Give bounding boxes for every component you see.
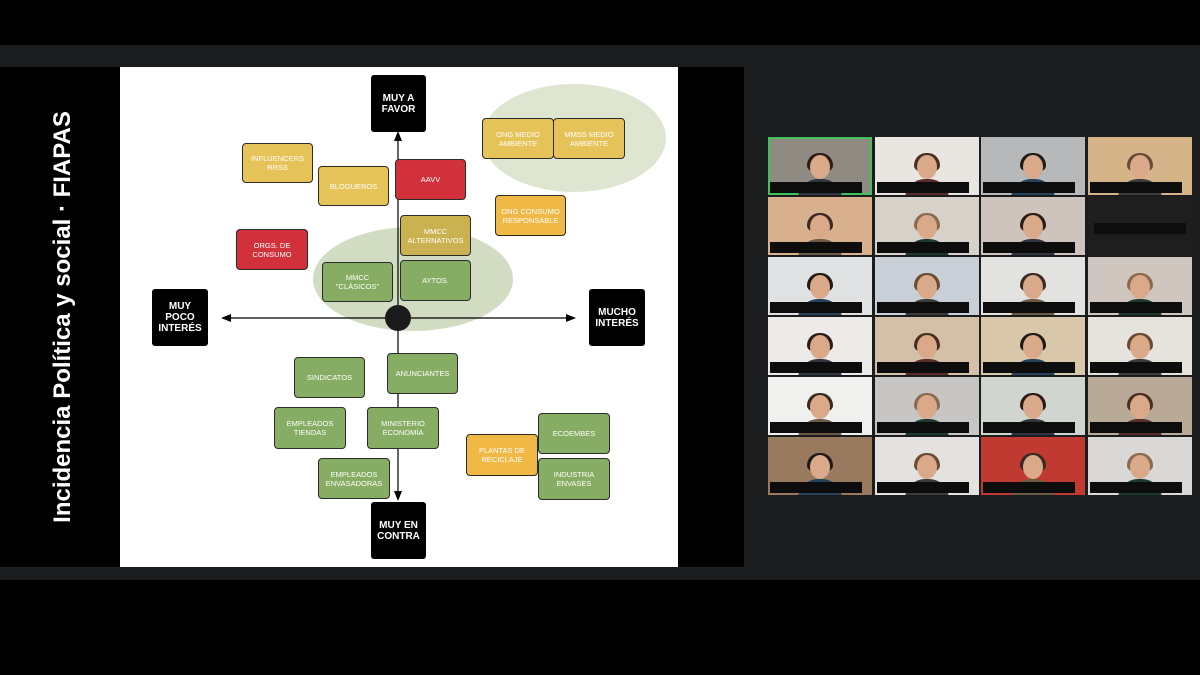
stakeholder-empleados-tiendas: EMPLEADOS TIENDAS (274, 407, 346, 449)
participant-name-redacted (770, 362, 862, 373)
participant-name-redacted (770, 302, 862, 313)
shared-slide: MUY A FAVOR MUY EN CONTRA MUY POCO INTER… (120, 67, 678, 567)
participant-video-tile[interactable] (1087, 257, 1192, 315)
participant-name-redacted (983, 422, 1076, 433)
axis-origin (385, 305, 411, 331)
axis-label-bottom: MUY EN CONTRA (371, 502, 426, 559)
slide-side-title: Incidencia Política y social · FIAPAS (0, 67, 120, 567)
participant-video-tile[interactable] (768, 437, 872, 495)
participant-video-tile[interactable] (874, 257, 979, 315)
stakeholder-orgs-consumo: ORGS. DE CONSUMO (236, 229, 308, 270)
stakeholder-mmcc-clasicos: MMCC "CLÁSICOS" (322, 262, 393, 302)
participant-name-redacted (983, 182, 1076, 193)
participant-name-redacted (1089, 482, 1182, 493)
stakeholder-aytos: AYTOS. (400, 260, 471, 301)
horizontal-axis-arrow-left (221, 314, 231, 322)
participant-video-tile[interactable] (768, 317, 872, 375)
stakeholder-mmcc-alternativos: MMCC ALTERNATIVOS (400, 215, 471, 256)
participant-video-tile[interactable] (1087, 377, 1192, 435)
participant-video-tile[interactable] (874, 437, 979, 495)
stakeholder-empleados-envasadoras: EMPLEADOS ENVASADORAS (318, 458, 390, 499)
slide-title-text: Incidencia Política y social · FIAPAS (49, 111, 76, 523)
axis-label-left: MUY POCO INTERÉS (152, 289, 208, 346)
vertical-axis-arrow-down (394, 491, 402, 501)
participant-name-redacted (770, 482, 862, 493)
stakeholder-influencers: INFLUENCERS RRSS (242, 143, 313, 183)
participant-video-tile[interactable] (981, 197, 1086, 255)
participant-name-redacted (876, 482, 969, 493)
participant-name-redacted (770, 422, 862, 433)
participant-video-tile[interactable] (1087, 437, 1192, 495)
participant-video-tile[interactable] (981, 437, 1086, 495)
stakeholder-ministerio-economia: MINISTERIO ECONOMÍA (367, 407, 439, 449)
stakeholder-industria-envases: INDUSTRIA ENVASES (538, 458, 610, 500)
participant-video-tile[interactable] (874, 317, 979, 375)
participant-video-tile[interactable] (874, 137, 979, 195)
participant-name-redacted (1093, 223, 1186, 234)
stakeholder-mmss-medio-ambiente: MMSS MEDIO AMBIENTE (553, 118, 625, 159)
stakeholder-plantas-reciclaje: PLANTAS DE RECICLAJE (466, 434, 538, 476)
participant-video-tile[interactable] (981, 377, 1086, 435)
participant-name-redacted (983, 242, 1076, 253)
participant-video-tile[interactable] (768, 257, 872, 315)
participant-name-redacted (983, 482, 1076, 493)
participant-name-redacted (770, 182, 862, 193)
participant-video-tile[interactable] (981, 317, 1086, 375)
participant-name-redacted (1089, 362, 1182, 373)
participant-name-redacted (876, 302, 969, 313)
participant-name-redacted (876, 242, 969, 253)
participant-video-tile[interactable] (768, 377, 872, 435)
stakeholder-aavv: AAVV (395, 159, 466, 200)
participant-name-redacted (1089, 182, 1182, 193)
participant-name-redacted (983, 302, 1076, 313)
participant-video-tile[interactable] (1087, 137, 1192, 195)
participant-name-redacted (876, 362, 969, 373)
vertical-axis-arrow-up (394, 131, 402, 141)
stakeholder-ong-consumo: ONG CONSUMO RESPONSABLE (495, 195, 566, 236)
participant-video-tile[interactable] (768, 197, 872, 255)
stakeholder-blogueros: BLOGUEROS (318, 166, 389, 206)
participant-name-redacted (876, 182, 969, 193)
participant-video-tile[interactable] (874, 377, 979, 435)
participant-video-tile[interactable] (874, 197, 979, 255)
stakeholder-anunciantes: ANUNCIANTES (387, 353, 458, 394)
participant-name-redacted (1089, 422, 1182, 433)
horizontal-axis-arrow-right (566, 314, 576, 322)
axis-label-right: MUCHO INTERÉS (589, 289, 645, 346)
participant-video-tile[interactable] (1087, 317, 1192, 375)
participant-name-redacted (1089, 302, 1182, 313)
participant-video-tile[interactable] (981, 137, 1086, 195)
participant-gallery (768, 137, 1192, 495)
stakeholder-sindicatos: SINDICATOS (294, 357, 365, 398)
participant-video-tile[interactable] (981, 257, 1086, 315)
participant-video-tile[interactable] (1087, 197, 1192, 255)
stakeholder-ecoembes: ECOEMBES (538, 413, 610, 454)
screen-share-panel: Incidencia Política y social · FIAPAS MU… (0, 67, 744, 567)
participant-name-redacted (876, 422, 969, 433)
stakeholder-ong-medio-ambiente: ONG MEDIO AMBIENTE (482, 118, 554, 159)
axis-label-top: MUY A FAVOR (371, 75, 426, 132)
participant-name-redacted (983, 362, 1076, 373)
participant-name-redacted (770, 242, 862, 253)
participant-video-tile[interactable] (768, 137, 872, 195)
